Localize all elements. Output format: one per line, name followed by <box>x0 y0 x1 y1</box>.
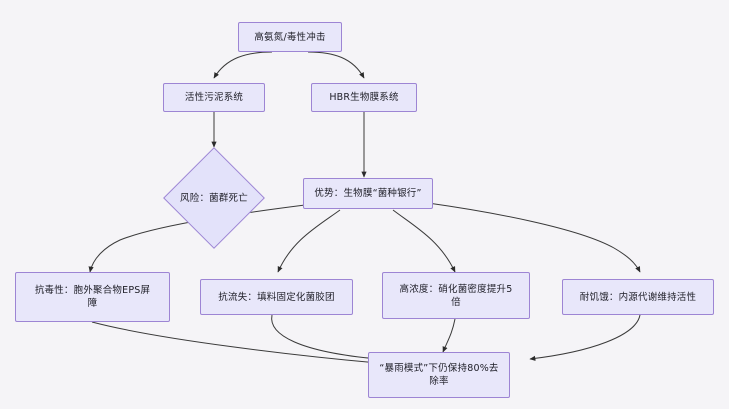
node-activated-sludge[interactable]: 活性污泥系统 <box>163 83 265 112</box>
edge-washout-resistance-to-conclusion <box>271 314 379 362</box>
node-hbr-biofilm[interactable]: HBR生物膜系统 <box>311 83 417 112</box>
node-hbr-biofilm-label: HBR生物膜系统 <box>329 92 399 103</box>
node-toxicity-resistance-label: 抗毒性：胞外聚合物EPS屏 障 <box>34 285 151 309</box>
edge-advantage-to-washout-resistance <box>277 209 341 273</box>
node-starvation-tolerance-label: 耐饥饿：内源代谢维持活性 <box>579 291 697 303</box>
node-risk[interactable]: 风险：菌群死亡 <box>163 147 265 249</box>
node-conclusion-label: “暴雨模式”下仍保持80%去 除率 <box>379 363 499 387</box>
edge-root-to-activated-sludge <box>213 51 273 79</box>
node-root-label: 高氨氮/毒性冲击 <box>254 31 326 43</box>
node-starvation-tolerance[interactable]: 耐饥饿：内源代谢维持活性 <box>562 279 714 315</box>
node-risk-label: 风险：菌群死亡 <box>180 192 248 204</box>
node-activated-sludge-label: 活性污泥系统 <box>184 92 244 103</box>
node-washout-resistance[interactable]: 抗流失：填料固定化菌胶团 <box>200 279 353 315</box>
node-root[interactable]: 高氨氮/毒性冲击 <box>238 22 342 52</box>
node-advantage[interactable]: 优势：生物膜“菌种银行” <box>303 178 433 209</box>
edge-advantage-to-starvation-tolerance <box>427 202 641 273</box>
node-toxicity-resistance[interactable]: 抗毒性：胞外聚合物EPS屏 障 <box>15 272 170 322</box>
edge-toxicity-resistance-to-conclusion <box>91 321 379 366</box>
edge-root-to-hbr-biofilm <box>307 51 365 79</box>
node-advantage-label: 优势：生物膜“菌种银行” <box>314 188 422 199</box>
node-conclusion[interactable]: “暴雨模式”下仍保持80%去 除率 <box>368 352 510 398</box>
node-high-concentration[interactable]: 高浓度：硝化菌密度提升5 倍 <box>382 272 530 319</box>
node-washout-resistance-label: 抗流失：填料固定化菌胶团 <box>218 291 335 303</box>
node-high-concentration-label: 高浓度：硝化菌密度提升5 倍 <box>399 283 513 308</box>
edge-starvation-tolerance-to-conclusion <box>529 314 641 361</box>
edge-advantage-to-high-concentration <box>392 209 456 273</box>
edge-high-concentration-to-conclusion <box>442 318 456 353</box>
